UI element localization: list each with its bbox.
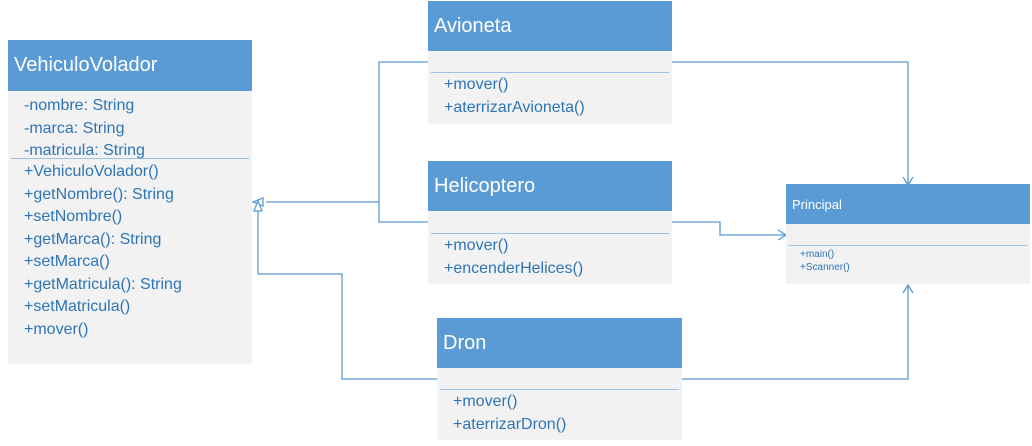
method: +main() <box>800 249 835 260</box>
method: +Scanner() <box>800 261 850 273</box>
method: +getNombre(): String <box>24 185 174 203</box>
class-name: VehiculoVolador <box>14 54 158 76</box>
helicoptero-principal-line <box>672 221 785 236</box>
divider <box>789 245 1027 246</box>
attributes-section: -nombre: String -marca: String -matricul… <box>8 91 252 159</box>
divider <box>11 158 249 159</box>
attribute: -marca: String <box>24 119 125 137</box>
method: +mover() <box>444 76 509 93</box>
methods-section: +mover() +encenderHelices() <box>428 234 672 280</box>
avioneta-inheritance-line <box>266 61 428 203</box>
attribute: -nombre: String <box>24 97 135 114</box>
methods-section: +VehiculoVolador() +getNombre(): String … <box>8 159 252 341</box>
methods-section: +main() +Scanner() <box>786 246 1030 274</box>
class-avioneta[interactable]: Avioneta +mover() +aterrizarAvioneta() <box>428 1 672 124</box>
class-header: Dron <box>437 318 682 368</box>
class-header: VehiculoVolador <box>8 40 252 91</box>
method: +aterrizarAvioneta() <box>444 98 585 116</box>
class-principal[interactable]: Principal +main() +Scanner() <box>786 184 1030 284</box>
class-header: Avioneta <box>428 1 672 51</box>
inheritance-triangle-lower <box>253 199 263 212</box>
class-header: Principal <box>786 184 1030 224</box>
method: +mover() <box>24 320 89 338</box>
class-name: Dron <box>443 331 487 354</box>
dron-principal-line <box>682 286 909 380</box>
class-dron[interactable]: Dron +mover() +aterrizarDron() <box>437 318 682 440</box>
method: +mover() <box>444 237 509 254</box>
attributes-section <box>786 224 1030 245</box>
attributes-section <box>437 368 682 389</box>
helicoptero-inheritance-line <box>378 202 428 223</box>
divider <box>440 389 679 390</box>
arrowhead-principal-bottom <box>902 283 914 294</box>
divider <box>431 72 669 73</box>
method: +getMarca(): String <box>24 230 162 248</box>
method: +encenderHelices() <box>444 259 584 277</box>
class-header: Helicoptero <box>428 161 672 211</box>
class-name: Helicoptero <box>434 174 536 197</box>
method: +getMatricula(): String <box>24 275 182 293</box>
class-name: Avioneta <box>434 14 512 37</box>
divider <box>431 233 669 234</box>
method: +setMatricula() <box>24 298 131 315</box>
method: +setNombre() <box>24 208 123 225</box>
attributes-section <box>428 211 672 233</box>
method: +aterrizarDron() <box>453 415 567 433</box>
method: +mover() <box>453 393 518 410</box>
dron-inheritance-line <box>257 211 437 380</box>
class-helicoptero[interactable]: Helicoptero +mover() +encenderHelices() <box>428 161 672 284</box>
method: +setMarca() <box>24 253 110 270</box>
avioneta-principal-line <box>672 61 909 184</box>
attributes-section <box>428 51 672 72</box>
methods-section: +mover() +aterrizarDron() <box>437 390 682 436</box>
class-vehiculovolador[interactable]: VehiculoVolador -nombre: String -marca: … <box>8 40 252 364</box>
attribute: -matricula: String <box>24 142 145 159</box>
class-name: Principal <box>792 196 842 212</box>
methods-section: +mover() +aterrizarAvioneta() <box>428 73 672 119</box>
method: +VehiculoVolador() <box>24 163 159 180</box>
